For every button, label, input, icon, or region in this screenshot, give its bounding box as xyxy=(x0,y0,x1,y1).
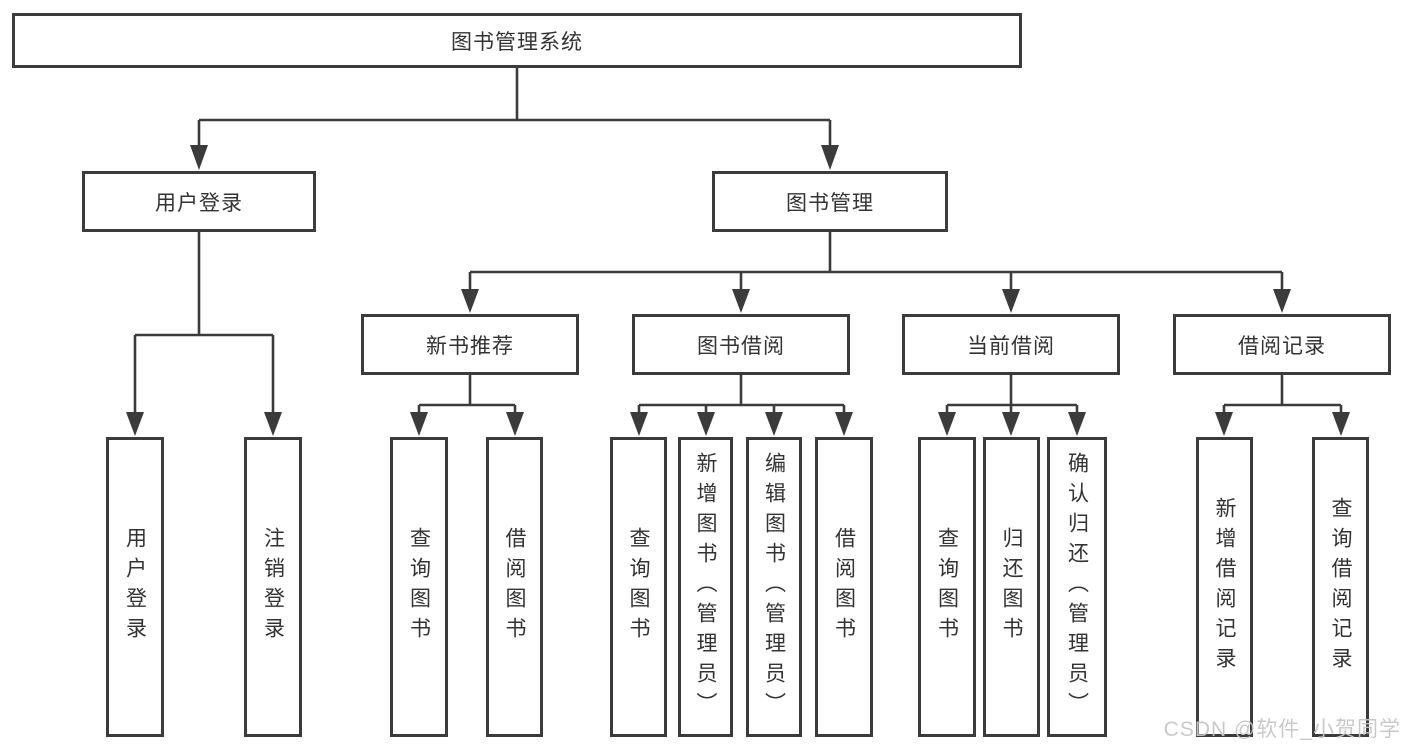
arrowhead xyxy=(1002,412,1020,436)
leaf-logout: 注销登录 xyxy=(244,437,302,737)
arrowhead xyxy=(264,412,282,436)
node-label: 编辑图书（管理员） xyxy=(762,452,786,722)
node-borrowing-records: 借阅记录 xyxy=(1173,314,1391,375)
leaf-current-confirm-return-admin: 确认归还（管理员） xyxy=(1047,437,1107,737)
arrowhead xyxy=(938,412,956,436)
leaf-newbook-query-books: 查询图书 xyxy=(390,437,448,737)
csdn-watermark: CSDN @软件_小贺同学 xyxy=(1163,718,1401,741)
node-label: 查询借阅记录 xyxy=(1329,497,1352,677)
node-new-book-recommend: 新书推荐 xyxy=(361,314,579,375)
leaf-borrow-add-books-admin: 新增图书（管理员） xyxy=(678,437,733,737)
node-label: 新增图书（管理员） xyxy=(694,452,717,722)
node-label: 查询图书 xyxy=(627,527,650,647)
connector-userlogin-leaves xyxy=(133,232,275,418)
node-user-login: 用户登录 xyxy=(82,171,316,232)
node-label: 图书管理 xyxy=(786,191,874,215)
arrowhead xyxy=(732,289,750,313)
leaf-borrow-edit-books-admin: 编辑图书（管理员） xyxy=(746,437,802,737)
node-label: 借阅图书 xyxy=(832,527,856,647)
connector-root-level2 xyxy=(197,68,832,150)
node-library-management-system: 图书管理系统 xyxy=(12,13,1022,68)
arrowheads xyxy=(126,145,1350,436)
node-label: 查询图书 xyxy=(407,527,431,647)
node-label: 图书管理系统 xyxy=(451,30,583,54)
arrowhead xyxy=(1002,289,1020,313)
node-label: 新增借阅记录 xyxy=(1213,497,1236,677)
arrowhead xyxy=(1215,412,1233,436)
leaf-borrow-query-books: 查询图书 xyxy=(610,437,667,737)
node-label: 查询图书 xyxy=(935,527,959,647)
arrowhead xyxy=(1273,289,1291,313)
arrowhead xyxy=(630,412,648,436)
arrowhead xyxy=(126,412,144,436)
leaf-newbook-borrow-books: 借阅图书 xyxy=(486,437,543,737)
node-label: 当前借阅 xyxy=(967,334,1055,358)
arrowhead xyxy=(190,145,208,170)
node-label: 注销登录 xyxy=(261,527,285,647)
arrowhead xyxy=(1332,412,1350,436)
arrowhead xyxy=(765,412,783,436)
node-label: 归还图书 xyxy=(1000,527,1023,647)
arrowhead xyxy=(1068,412,1086,436)
leaf-current-query-books: 查询图书 xyxy=(918,437,976,737)
node-label: 确认归还（管理员） xyxy=(1065,452,1089,722)
arrowhead xyxy=(461,289,479,313)
leaf-borrow-borrow-books: 借阅图书 xyxy=(815,437,873,737)
arrowhead xyxy=(697,412,715,436)
node-book-borrowing: 图书借阅 xyxy=(632,314,850,375)
arrowhead xyxy=(410,412,428,436)
leaf-records-add-record: 新增借阅记录 xyxy=(1196,437,1253,737)
node-label: 借阅图书 xyxy=(503,527,526,647)
connector-bookborrow-leaves xyxy=(637,375,846,418)
connector-borrowrecords-leaves xyxy=(1222,375,1343,418)
leaf-current-return-books: 归还图书 xyxy=(983,437,1040,737)
connector-currentborrow-leaves xyxy=(945,375,1079,418)
leaf-user-login: 用户登录 xyxy=(106,437,164,737)
node-label: 图书借阅 xyxy=(697,334,785,358)
connector-newbook-leaves xyxy=(417,375,517,418)
node-book-management: 图书管理 xyxy=(712,171,948,232)
leaf-records-query-record: 查询借阅记录 xyxy=(1312,437,1369,737)
node-label: 借阅记录 xyxy=(1238,334,1326,358)
node-label: 用户登录 xyxy=(155,191,243,215)
arrowhead xyxy=(835,412,853,436)
arrowhead xyxy=(506,412,524,436)
node-label: 用户登录 xyxy=(123,527,147,647)
node-label: 新书推荐 xyxy=(426,334,514,358)
arrowhead xyxy=(821,145,839,170)
connector-bookmgmt-level3 xyxy=(468,232,1284,295)
node-current-borrowing: 当前借阅 xyxy=(902,314,1120,375)
